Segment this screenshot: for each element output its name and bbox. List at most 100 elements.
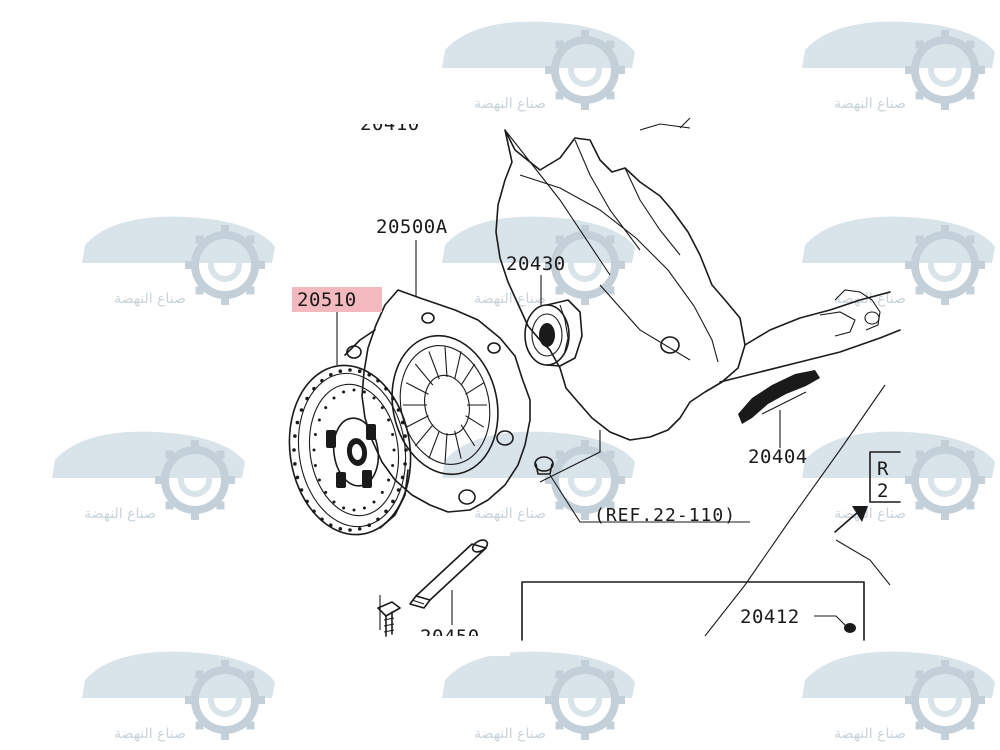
watermark-gear-tooth bbox=[581, 102, 589, 110]
watermark-text: صناع النهضة bbox=[474, 506, 546, 522]
disc-rivet-inner bbox=[362, 506, 366, 510]
watermark-wheel-icon bbox=[928, 463, 962, 497]
watermark-logo: صناع النهضة bbox=[442, 651, 635, 742]
watermark-gear-tooth bbox=[941, 660, 949, 668]
spring-finger bbox=[405, 415, 429, 428]
watermark-wheel-icon bbox=[208, 248, 242, 282]
watermark-wheel-icon bbox=[568, 463, 602, 497]
clutch-cover bbox=[344, 289, 531, 513]
watermark-gear-icon bbox=[911, 666, 979, 734]
watermark-gear-tooth bbox=[555, 286, 564, 295]
watermark-gear-tooth bbox=[606, 91, 615, 100]
part-label-20430: 20430 bbox=[506, 253, 566, 275]
watermark-gear-tooth bbox=[915, 235, 924, 244]
watermark-gear-tooth bbox=[195, 721, 204, 730]
disc-rivet-inner bbox=[342, 390, 346, 394]
disc-rivet-inner bbox=[380, 490, 384, 494]
watermark-gear-tooth bbox=[246, 235, 255, 244]
fork-bolt bbox=[844, 623, 856, 633]
watermark-gear-tooth bbox=[216, 450, 225, 459]
disc-rivet bbox=[376, 517, 380, 522]
housing-edge-line bbox=[539, 430, 601, 483]
watermark-gear-tooth bbox=[191, 512, 199, 520]
disc-rivet bbox=[299, 408, 304, 412]
disc-rivet bbox=[391, 499, 395, 504]
watermark-wheel-icon bbox=[928, 248, 962, 282]
watermark-gear-tooth bbox=[545, 66, 553, 74]
spring-finger bbox=[460, 424, 476, 447]
watermark-gear-tooth bbox=[257, 261, 265, 269]
disc-rivet bbox=[357, 527, 362, 531]
disc-rivet bbox=[376, 378, 380, 383]
disc-rivet bbox=[384, 509, 388, 514]
watermark-gear-tooth bbox=[545, 476, 553, 484]
watermark-logo: صناع النهضة bbox=[82, 216, 275, 307]
watermark-gear-tooth bbox=[185, 696, 193, 704]
watermark-gear-tooth bbox=[915, 91, 924, 100]
disc-rivet bbox=[404, 448, 408, 452]
transmission-housing bbox=[495, 117, 901, 441]
watermark-text: صناع النهضة bbox=[84, 506, 156, 522]
watermark-gear-tooth bbox=[915, 450, 924, 459]
disc-rivet-inner bbox=[324, 490, 328, 494]
watermark-wheel-icon bbox=[928, 683, 962, 717]
watermark-gear-tooth bbox=[257, 696, 265, 704]
disc-rivet bbox=[305, 499, 309, 504]
watermark-gear-tooth bbox=[555, 91, 564, 100]
watermark-gear-icon bbox=[551, 666, 619, 734]
watermark-gear-tooth bbox=[195, 670, 204, 679]
watermark-gear-tooth bbox=[545, 261, 553, 269]
side-leader-line bbox=[835, 539, 891, 586]
disc-rivet bbox=[295, 475, 300, 480]
watermark-gear-tooth bbox=[941, 732, 949, 740]
watermark-gear-icon bbox=[191, 231, 259, 299]
spring-finger bbox=[465, 382, 485, 395]
watermark-gear-tooth bbox=[606, 235, 615, 244]
disc-rivet-inner bbox=[332, 500, 336, 504]
spring-finger bbox=[428, 430, 440, 459]
disc-rivet bbox=[403, 462, 407, 466]
watermark-gear-tooth bbox=[966, 670, 975, 679]
watermark-gear-icon bbox=[161, 446, 229, 514]
disc-rivet-inner bbox=[313, 464, 317, 467]
watermark-gear-tooth bbox=[246, 721, 255, 730]
watermark-logo: صناع النهضة bbox=[52, 431, 245, 522]
disc-rivet bbox=[400, 475, 405, 480]
disc-rivet-inner bbox=[313, 433, 317, 436]
disc-rivet bbox=[367, 523, 372, 527]
watermark-text: صناع النهضة bbox=[474, 96, 546, 112]
side-box-line-1: R bbox=[877, 458, 889, 480]
disc-rivet bbox=[292, 448, 296, 452]
watermark-gear-tooth bbox=[195, 286, 204, 295]
watermark-gear-tooth bbox=[221, 660, 229, 668]
disc-rivet bbox=[329, 373, 333, 377]
watermark-gear-tooth bbox=[617, 696, 625, 704]
watermark-logo: صناع النهضة bbox=[442, 21, 635, 112]
part-label-20404: 20404 bbox=[748, 446, 808, 468]
watermark-gear-tooth bbox=[185, 261, 193, 269]
watermark-wheel-icon bbox=[178, 463, 212, 497]
part-highlight bbox=[292, 287, 382, 312]
watermark-logo: صناع النهضة bbox=[802, 216, 995, 307]
disc-rivet bbox=[338, 369, 343, 374]
disc-rivet-inner bbox=[332, 396, 336, 400]
watermark-gear-tooth bbox=[581, 732, 589, 740]
detail-box-frame bbox=[521, 581, 865, 641]
watermark-gear-tooth bbox=[165, 501, 174, 510]
diagonal-line bbox=[704, 384, 886, 637]
watermark-gear-tooth bbox=[606, 286, 615, 295]
watermark-gear-icon bbox=[551, 36, 619, 104]
watermark-gear-tooth bbox=[581, 440, 589, 448]
watermark-gear-tooth bbox=[227, 476, 235, 484]
watermark-gear-tooth bbox=[977, 696, 985, 704]
watermark-gear-tooth bbox=[915, 501, 924, 510]
disc-rivet-inner bbox=[352, 508, 356, 512]
watermark-gear-tooth bbox=[555, 501, 564, 510]
watermark-logo: صناع النهضة bbox=[802, 21, 995, 112]
watermark-text: صناع النهضة bbox=[474, 726, 546, 742]
spring-finger bbox=[454, 351, 462, 380]
disc-rivet bbox=[293, 434, 297, 438]
watermark-gear-tooth bbox=[977, 476, 985, 484]
